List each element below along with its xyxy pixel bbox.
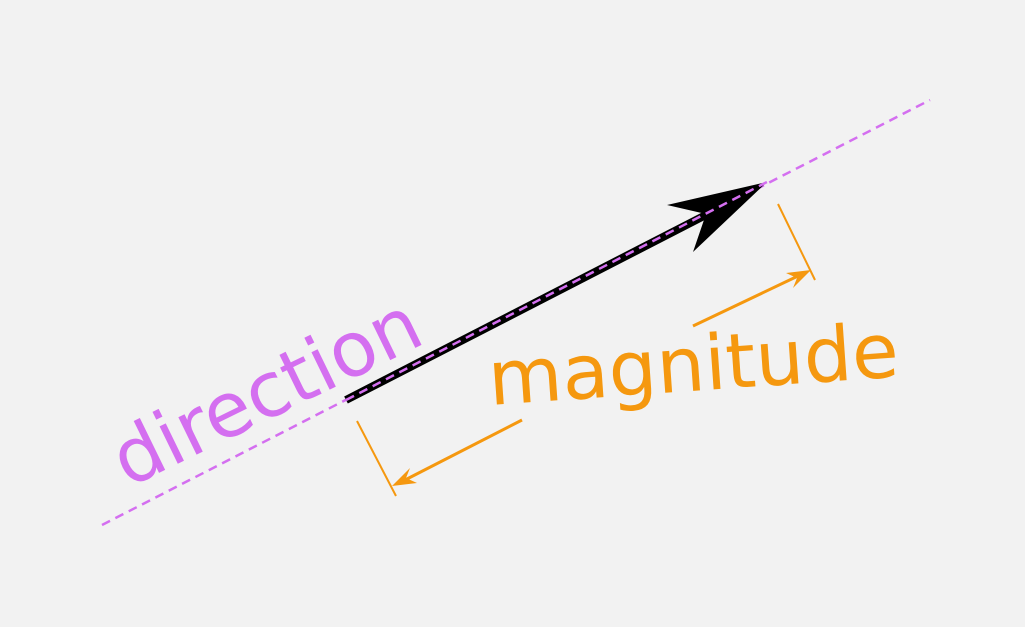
magnitude-arrow-right-line <box>692 274 799 328</box>
magnitude-tick-start <box>356 420 397 497</box>
vector-arrowhead <box>667 182 767 252</box>
magnitude-tick-end <box>777 203 816 281</box>
magnitude-label: magnitude <box>485 305 901 422</box>
magnitude-arrow-left-line <box>404 418 523 482</box>
magnitude-arrowhead-right <box>786 270 811 288</box>
direction-label: direction <box>97 278 435 504</box>
magnitude-arrowhead-left <box>392 468 417 486</box>
direction-overlay <box>345 180 768 402</box>
